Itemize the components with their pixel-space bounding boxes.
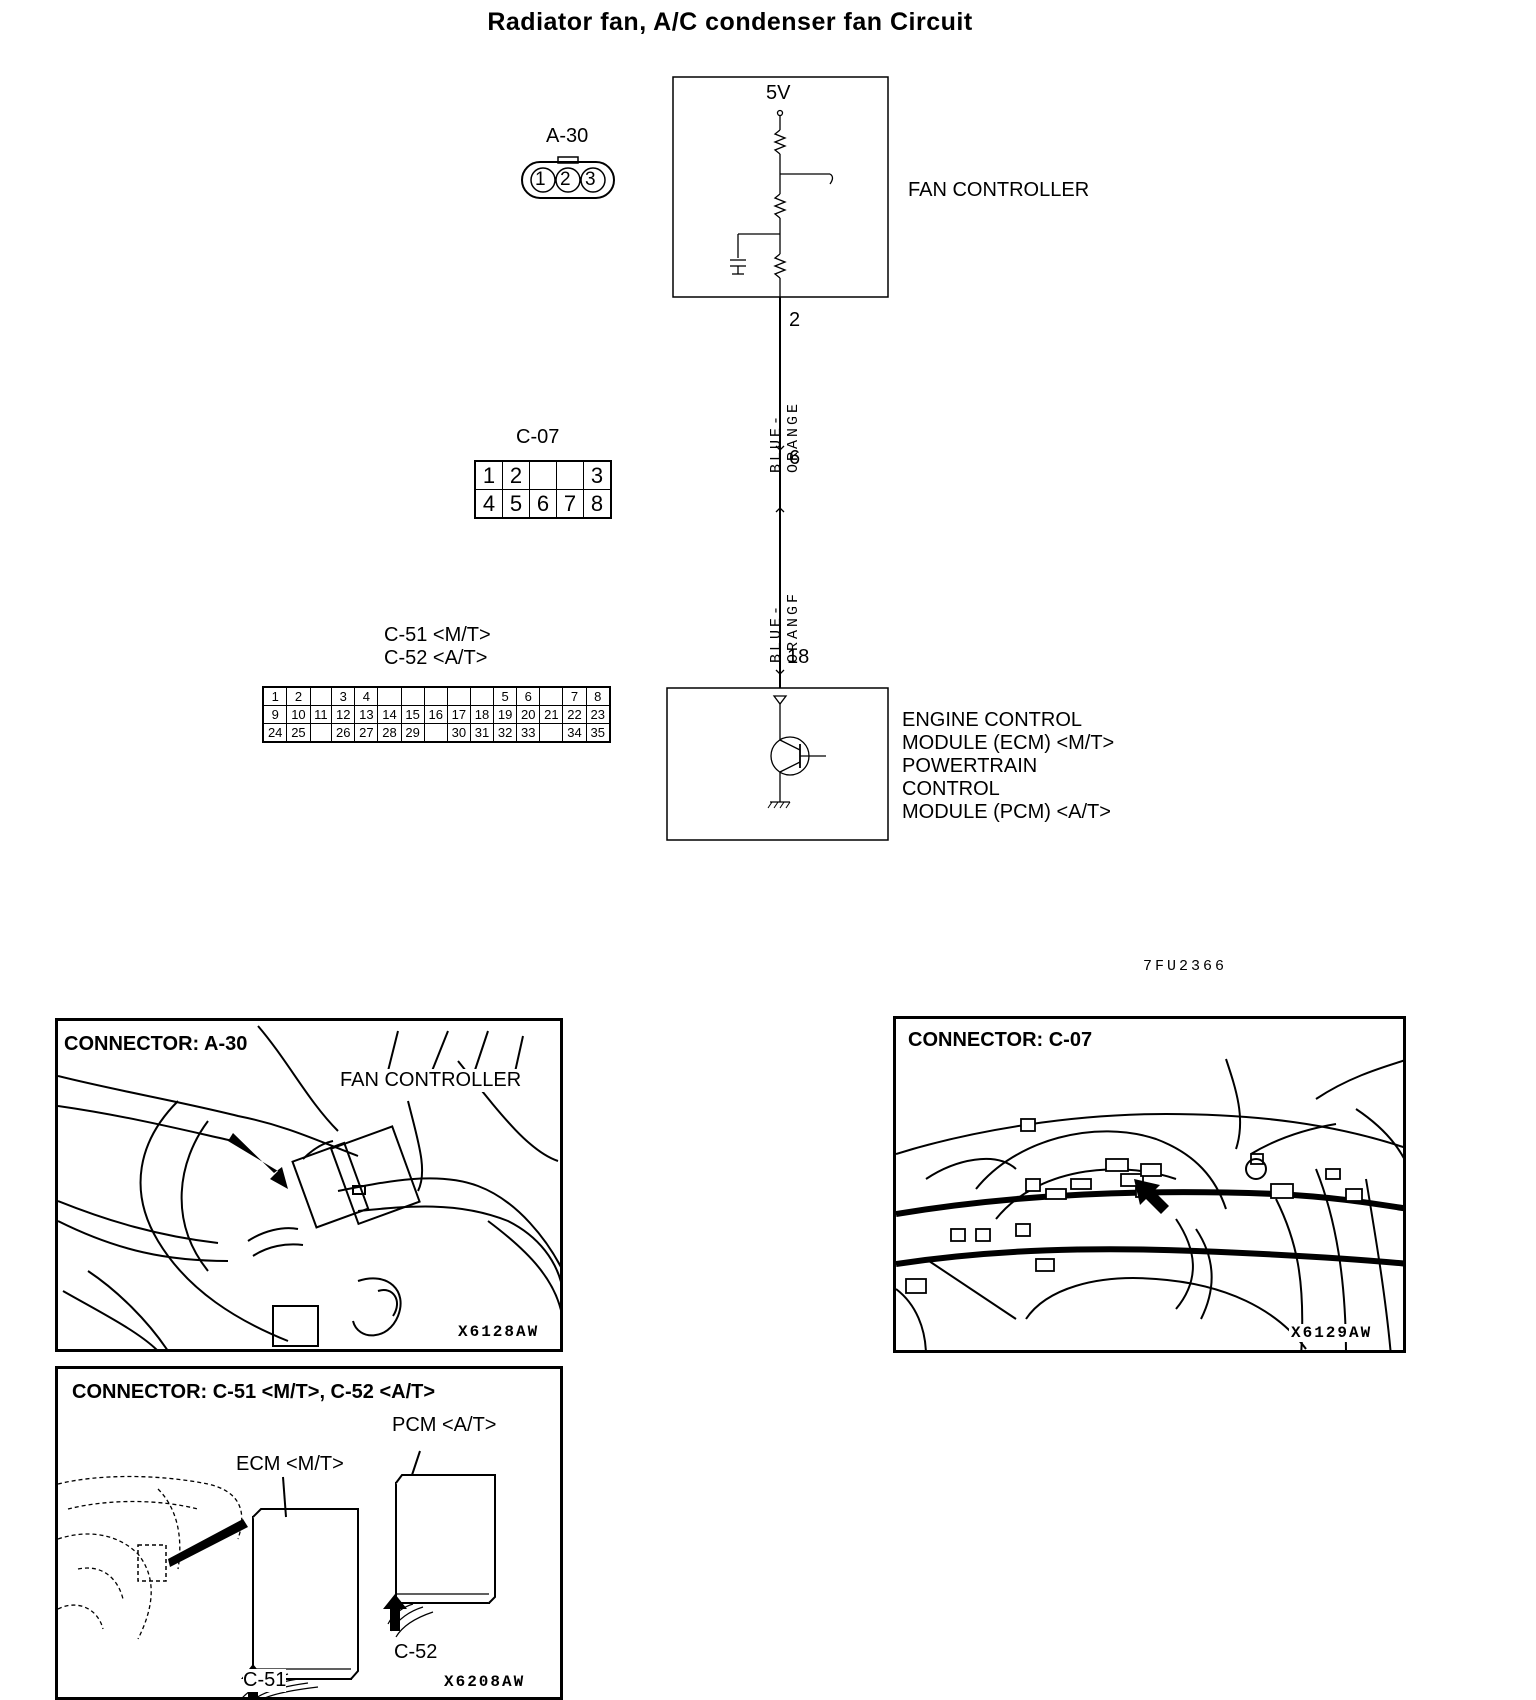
panel-c51-code: X6208AW [442, 1673, 528, 1691]
panel-connector-c51-c52: CONNECTOR: C-51 <M/T>, C-52 <A/T> PCM <A… [55, 1366, 563, 1700]
panel-c51-pcm-label: PCM <A/T> [392, 1414, 497, 1436]
page-title: Radiator fan, A/C condenser fan Circuit [487, 8, 973, 36]
c51-pin: 13 [354, 705, 379, 724]
voltage-terminal [776, 109, 784, 117]
c51-pin: 5 [493, 686, 518, 706]
c51-pin: 23 [585, 705, 611, 724]
a30-connector-body [521, 161, 615, 199]
c51-pin: 6 [516, 686, 541, 706]
c07-connector-grid: 1 2 3 4 5 6 7 8 [474, 460, 612, 519]
c51-pin: 30 [446, 723, 471, 743]
c51-pin: 3 [331, 686, 356, 706]
c51-pin: 14 [377, 705, 402, 724]
voltage-label: 5V [766, 82, 791, 104]
panel-a30-code: X6128AW [456, 1323, 542, 1341]
c51-pin: 21 [539, 705, 564, 724]
c51-pin: 34 [562, 723, 587, 743]
panel-a30-title: CONNECTOR: A-30 [64, 1033, 248, 1055]
c07-connector-name: C-07 [516, 426, 560, 448]
c07-pin: 7 [556, 489, 584, 519]
panel-connector-a30: CONNECTOR: A-30 FAN CONTROLLER X6128AW [55, 1018, 563, 1352]
c51-pin: 25 [286, 723, 311, 743]
c51-pin: 35 [585, 723, 611, 743]
c51-pin [400, 686, 425, 706]
panel-c07-code: X6129AW [1289, 1324, 1375, 1342]
c07-pin: 6 [529, 489, 557, 519]
c51-pin: 8 [585, 686, 611, 706]
c51-pin: 16 [423, 705, 448, 724]
c51-pin: 1 [262, 686, 288, 706]
pin-label-fan: 2 [789, 309, 801, 331]
panel-c51-ecm-label: ECM <M/T> [236, 1453, 344, 1475]
c51-connector-name: C-51 <M/T> [384, 624, 491, 646]
c51-pin: 32 [493, 723, 518, 743]
c51-pin: 28 [377, 723, 402, 743]
wire-color-upper: BLUE-ORANGE [768, 400, 802, 473]
c51-pin: 26 [331, 723, 356, 743]
c51-pin [539, 686, 564, 706]
panel-a30-label: FAN CONTROLLER [338, 1069, 524, 1092]
c51-pin: 31 [469, 723, 495, 743]
c51-pin: 10 [286, 705, 311, 724]
c51-pin: 22 [562, 705, 587, 724]
c51-pin: 4 [354, 686, 379, 706]
c51-location-drawing [58, 1450, 496, 1697]
c07-pin: 1 [474, 460, 503, 490]
c51-pin: 19 [493, 705, 518, 724]
a30-pin-3: 3 [585, 169, 596, 190]
c07-pin: 8 [583, 489, 612, 519]
c07-pin [529, 461, 557, 490]
c51-pin [309, 686, 333, 706]
c51-pin: 15 [400, 705, 425, 724]
c51-pin: 2 [286, 686, 311, 706]
c51-pin: 27 [354, 723, 379, 743]
panel-connector-c07: CONNECTOR: C-07 X6129AW [893, 1016, 1406, 1353]
c51-pin [423, 723, 448, 743]
c51-pin: 12 [331, 705, 356, 724]
c51-pin: 24 [262, 723, 288, 743]
c07-pin: 2 [502, 460, 530, 490]
fan-controller-label: FAN CONTROLLER [908, 179, 1090, 201]
panel-c52-connector-label: C-52 [394, 1641, 438, 1663]
panel-c51-connector-label: C-51 [243, 1669, 287, 1692]
panel-c07-title: CONNECTOR: C-07 [908, 1029, 1093, 1051]
c51-pin: 20 [516, 705, 541, 724]
c51-pin: 7 [562, 686, 587, 706]
resistor-1 [773, 129, 787, 155]
c07-location-drawing [896, 1058, 1403, 1350]
c51-pin: 11 [309, 705, 333, 724]
c52-connector-name: C-52 <A/T> [384, 647, 488, 669]
c51-pin [539, 723, 564, 743]
ecm-box [666, 687, 889, 841]
c51-pin [469, 686, 495, 706]
c51-pin [423, 686, 448, 706]
a30-pin-2: 2 [560, 169, 571, 190]
resistor-2 [773, 193, 787, 219]
c51-pin [309, 723, 333, 743]
c51-pin: 18 [469, 705, 495, 724]
c07-pin: 5 [502, 489, 530, 519]
a30-pin-1: 1 [535, 169, 546, 190]
wire-color-lower: BLUE-ORANGF [768, 590, 802, 663]
c07-pin: 3 [583, 460, 612, 490]
pin-label-c07: 6 [789, 447, 801, 469]
c51-pin: 33 [516, 723, 541, 743]
c07-pin [556, 460, 584, 490]
c51-pin [377, 686, 402, 706]
c51-pin: 29 [400, 723, 425, 743]
a30-connector-name: A-30 [546, 125, 589, 147]
c07-pin: 4 [474, 489, 503, 519]
ecm-label: ENGINE CONTROL MODULE (ECM) <M/T> POWERT… [902, 709, 1115, 823]
c51-pin [446, 686, 471, 706]
figure-code: 7FU2366 [1143, 958, 1228, 975]
pin-label-ecm: 18 [787, 646, 810, 668]
c51-pin: 17 [446, 705, 471, 724]
resistor-3 [773, 253, 787, 279]
c51-pin: 9 [262, 705, 288, 724]
panel-c51-title: CONNECTOR: C-51 <M/T>, C-52 <A/T> [72, 1381, 436, 1403]
